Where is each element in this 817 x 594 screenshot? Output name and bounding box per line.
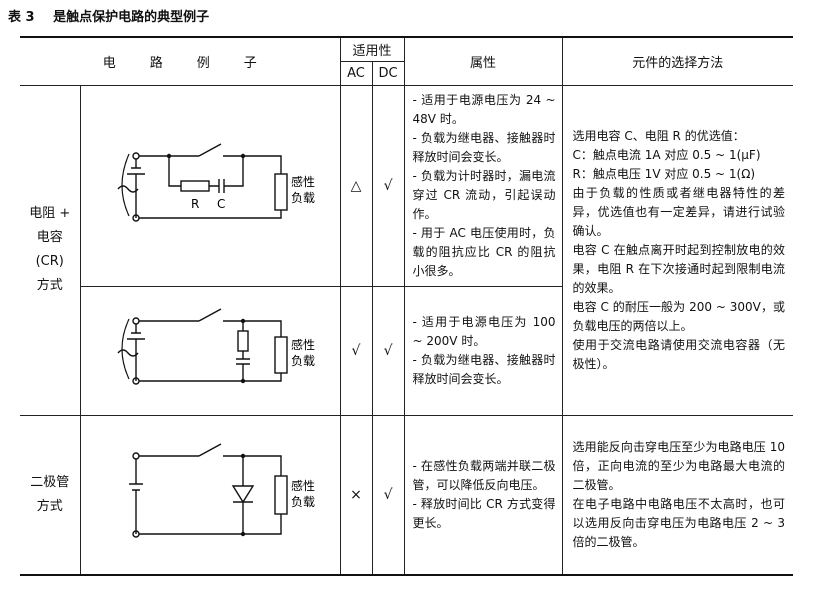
load-label: 负载 [291, 354, 315, 368]
list-item: C：触点电流 1A 对应 0.5 ~ 1(μF) [572, 147, 761, 162]
capacitor-label: C [217, 197, 225, 211]
list-item: 由于负载的性质或者继电器特性的差异，优选值也有一定差异，请进行试验确认。 [572, 185, 786, 238]
table-caption: 表 3 是触点保护电路的典型例子 [8, 6, 209, 25]
dc-applicability: √ [371, 414, 405, 575]
ac-applicability: × [339, 414, 373, 575]
list-item: - 在感性负载两端并联二极管，可以降低反向电压。 [412, 458, 556, 492]
attribute-cell: - 适用于电源电压为 24 ~ 48V 时。 - 负载为继电器、接触器时释放时间… [403, 84, 563, 287]
table-number: 表 3 [8, 10, 35, 25]
header-applicability: 适用性 [339, 36, 405, 62]
method-cell-diode: 选用能反向击穿电压至少为电路电压 10 倍，正向电流的至少为电路最大电流的二极管… [561, 414, 794, 575]
table-title: 是触点保护电路的典型例子 [53, 10, 210, 25]
list-item: 电容 C 的耐压一般为 200 ~ 300V，或负载电压的两倍以上。 [572, 299, 786, 333]
list-item: 电容 C 在触点离开时起到控制放电的效果，电阻 R 在下次接通时起到限制电流的效… [572, 242, 786, 295]
circuit-diagram-diode: 感性 负载 [79, 414, 341, 575]
list-item: - 负载为继电器、接触器时释放时间会变长。 [412, 352, 556, 386]
circuit-diagram-cr-parallel-load: 感性 负载 [80, 285, 341, 416]
method-cell-cr: 选用电容 C、电阻 R 的优选值： C：触点电流 1A 对应 0.5 ~ 1(μ… [561, 84, 794, 416]
list-item: 在电子电路中电路电压不太高时，也可以选用反向击穿电压为电路电压 2 ~ 3 倍的… [572, 496, 786, 549]
list-item: 选用能反向击穿电压至少为电路电压 10 倍，正向电流的至少为电路最大电流的二极管… [572, 439, 786, 492]
load-label: 感性 [291, 337, 315, 352]
table-row: 电阻 + 电容 (CR) 方式 [20, 84, 794, 416]
load-label: 感性 [291, 478, 315, 493]
list-item: - 用于 AC 电压使用时，负载的阻抗应比 CR 的阻抗小很多。 [412, 225, 556, 278]
contact-protection-table: 电路例子 适用性 属性 元件的选择方法 AC DC 电阻 + 电容 (CR) 方… [20, 36, 794, 576]
mode-diode: 二极管 方式 [20, 414, 81, 575]
table-row: 感性 负载 √ √ - 适用于电源电压为 100 ~ 200V 时。 - 负载为… [20, 285, 793, 416]
header-ac: AC [340, 60, 373, 86]
header-attribute: 属性 [403, 36, 563, 86]
header-dc: DC [371, 60, 405, 86]
circuit-diagram-cr-parallel-contact: R C 感性 负载 [79, 84, 341, 287]
dc-applicability: √ [371, 84, 405, 287]
list-item: 使用于交流电路请使用交流电容器（无极性）。 [572, 337, 786, 371]
resistor-label: R [191, 197, 199, 211]
header-method: 元件的选择方法 [561, 36, 794, 86]
mode-cr: 电阻 + 电容 (CR) 方式 [20, 84, 81, 416]
list-item: R：触点电压 1V 对应 0.5 ~ 1(Ω) [572, 166, 756, 181]
list-item: - 适用于电源电压为 24 ~ 48V 时。 [412, 92, 556, 126]
attribute-cell: - 适用于电源电压为 100 ~ 200V 时。 - 负载为继电器、接触器时释放… [403, 285, 563, 416]
list-item: - 释放时间比 CR 方式变得更长。 [412, 496, 556, 530]
attribute-cell: - 在感性负载两端并联二极管，可以降低反向电压。 - 释放时间比 CR 方式变得… [403, 414, 563, 575]
ac-applicability: √ [339, 285, 373, 416]
dc-applicability: √ [371, 285, 405, 416]
ac-applicability: △ [339, 84, 373, 287]
list-item: 选用电容 C、电阻 R 的优选值： [572, 128, 745, 143]
header-circuit: 电路例子 [20, 36, 341, 86]
list-item: - 适用于电源电压为 100 ~ 200V 时。 [412, 314, 556, 348]
table-row: 二极管 方式 [20, 414, 794, 575]
load-label: 负载 [291, 495, 315, 509]
list-item: - 负载为计时器时，漏电流穿过 CR 流动，引起误动作。 [412, 168, 556, 221]
list-item: - 负载为继电器、接触器时释放时间会变长。 [412, 130, 556, 164]
load-label: 负载 [291, 191, 315, 205]
load-label: 感性 [291, 174, 315, 189]
